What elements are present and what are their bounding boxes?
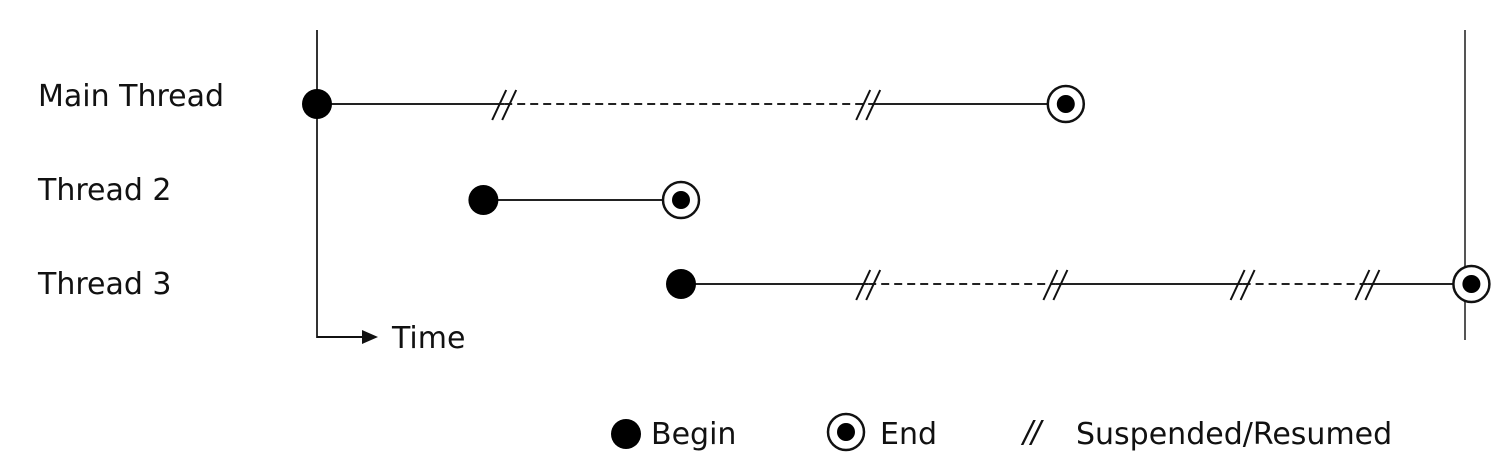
thread-3-suspend-mark-stroke-b xyxy=(1052,269,1069,301)
legend-suspend-symbol: // xyxy=(1023,415,1041,450)
thread-1-end-marker-dot xyxy=(1056,95,1075,113)
time-arrow-head xyxy=(362,330,378,344)
thread-3-suspend-mark-stroke-b xyxy=(1239,269,1256,301)
thread-3-suspend-mark-stroke-a xyxy=(1042,269,1059,301)
thread-3-suspend-mark-stroke-a xyxy=(1229,269,1246,301)
thread-label-main: Main Thread xyxy=(38,79,225,114)
legend-end-label: End xyxy=(880,417,938,452)
thread-3-suspend-mark-stroke-b xyxy=(865,269,882,301)
thread-3-suspend-mark-stroke-b xyxy=(1364,269,1381,301)
legend-begin-label: Begin xyxy=(651,417,737,452)
thread-3-suspend-mark-stroke-a xyxy=(1354,269,1371,301)
thread-label-2: Thread 2 xyxy=(38,173,172,208)
time-axis-label: Time xyxy=(392,321,466,356)
legend-end-marker-dot xyxy=(837,423,855,441)
thread-1-suspend-mark-stroke-b xyxy=(865,89,882,121)
thread-3-begin-marker xyxy=(666,269,696,299)
thread-3-end-marker-dot xyxy=(1462,275,1481,293)
thread-1-suspend-mark-stroke-b xyxy=(501,89,518,121)
thread-1-begin-marker xyxy=(302,89,332,119)
thread-1-suspend-mark-stroke-a xyxy=(491,89,508,121)
thread-3-suspend-mark-stroke-a xyxy=(855,269,872,301)
thread-1-suspend-mark-stroke-a xyxy=(855,89,872,121)
thread-2-end-marker-dot xyxy=(672,191,690,209)
thread-2-begin-marker xyxy=(468,185,499,215)
legend-begin-marker xyxy=(611,419,641,449)
thread-label-3: Thread 3 xyxy=(38,267,172,302)
legend-suspend-label: Suspended/Resumed xyxy=(1076,417,1393,452)
